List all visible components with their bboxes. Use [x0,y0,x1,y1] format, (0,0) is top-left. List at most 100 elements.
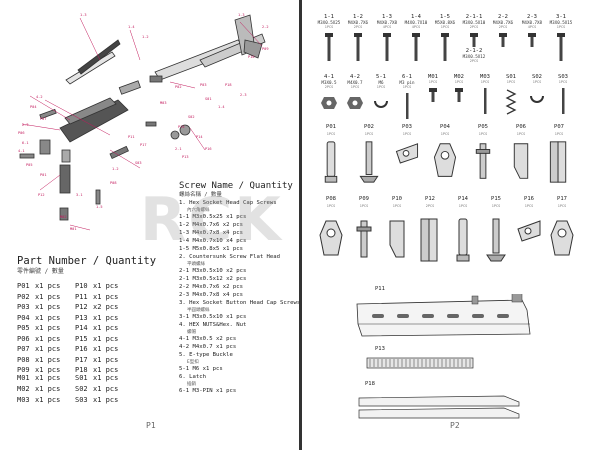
callout-label: P18 [225,83,232,87]
part-id: M01 [17,374,30,382]
part-id: P06 [17,334,30,343]
callout-label: P17 [140,143,147,147]
part-label: P12 [425,196,435,202]
callout-label: P10 [248,55,255,59]
callout-label: 3-1 [76,193,83,197]
callout-label: P02 [175,85,182,89]
part-qty: x1 pcs [93,345,119,353]
part-qty: 1PCS [392,204,402,208]
callout-label: 1-4 [128,25,135,29]
screw-line: 1-1 M3x0.5x25 x1 pcs [179,214,247,220]
screw-icon [354,33,362,61]
part-id: P10 [75,282,88,290]
part-p11-label: P11 [375,286,385,292]
screw-icon [470,33,478,47]
hardware-id: 3-1 [556,14,566,20]
hardware-size: M5X0.8X6 [434,20,456,25]
hardware-id: 6-1 [402,74,412,80]
hardware-qty: 1PCS [428,80,438,84]
screw-group-cn: 螺帽 [187,330,196,335]
hardware-qty: 1PCS [350,85,360,89]
part-id: P11 [75,292,88,301]
part-qty: x1 pcs [93,396,119,404]
screw-icon [528,33,536,47]
callout-label: P11 [128,135,135,139]
callout-label: 2-3 [240,93,247,97]
part-id: P08 [17,355,30,364]
part-qty: 1PCS [458,204,468,208]
part-id: P03 [17,303,30,311]
part-qty: x1 pcs [93,355,119,364]
hardware-size: M4X0.7X10 [404,20,428,25]
part-qty: 1PCS [326,132,336,136]
page-number: P1 [146,421,156,430]
hardware-id: 2-2 [498,14,508,20]
hardware-qty: 4PCS [527,25,537,29]
hardware-size: M4X0.7X8 [376,20,398,25]
hardware-size: M4X0.7 [347,80,363,85]
hardware-size: M4X0.7X8 [521,20,543,25]
page-divider [299,0,302,450]
screw-icon [383,33,391,61]
callout-label: P04 [30,105,37,109]
part-label: P08 [326,196,336,202]
screw-group-cn: 內六角螺絲 [187,208,210,213]
hardware-id: 2-1-2 [465,48,483,54]
part-qty: 1PCS [326,204,336,208]
hardware-id: S01 [506,74,516,80]
part-label: P07 [554,124,564,130]
hardware-qty: 4PCS [382,25,392,29]
part-illustration [544,138,574,186]
part-id: P12 [75,303,88,311]
part-illustration [481,210,511,270]
part-p13-label: P13 [375,346,385,352]
hardware-qty: 1PCS [454,80,464,84]
pin-icon [484,88,487,114]
screw-line: 4-1 M3x0.5 x2 pcs [179,336,237,342]
hardware-size: M3X0.5X12 [462,54,486,59]
part-label: P03 [402,124,412,130]
hardware-qty: 1PCS [324,25,334,29]
part-id: P09 [17,366,30,374]
callout-label: 1-5 [96,205,103,209]
part-label: P17 [557,196,567,202]
callout-label: P06 [18,131,25,135]
hardware-id: 1-5 [440,14,450,20]
part-illustration [349,210,379,270]
spring-icon [505,89,517,115]
hardware-id: 1-2 [353,14,363,20]
screw-line: 2-2 M4x0.7x6 x2 pcs [179,284,243,290]
part-qty: x1 pcs [35,324,61,332]
hardware-qty: 1PCS [480,80,490,84]
callout-label: M03 [160,101,167,105]
part-label: P06 [516,124,526,130]
hardware-size: M6 [378,80,384,85]
screw-line: 2-1 M3x0.5x12 x2 pcs [179,276,247,282]
screw-line: 1. Hex Socket Head Cap Screws [179,200,277,206]
screw-line: 1-5 M5x0.8x5 x1 pcs [179,246,243,252]
screw-line: 2-3 M4x0.7x8 x4 pcs [179,292,243,298]
hardware-qty: 2PCS [469,59,479,63]
part-qty: x1 pcs [93,366,119,374]
screw-line: 6-1 M3-PIN x1 pcs [179,388,237,394]
part-id: P18 [75,366,88,374]
part-qty: x1 pcs [35,334,61,343]
part-illustration [316,210,346,270]
hardware-id: 2-1-1 [465,14,483,20]
pin-icon [562,88,565,114]
hardware-id: 4-1 [324,74,334,80]
screw-group-cn: 半圓頭螺絲 [187,308,210,313]
exploded-diagram: 1-31-41-21-32-2P09P10P18P03P02M03S011-4S… [18,13,269,231]
part-qty: 2PCS [425,204,435,208]
part-illustration [382,210,412,270]
short-icon [429,88,437,102]
